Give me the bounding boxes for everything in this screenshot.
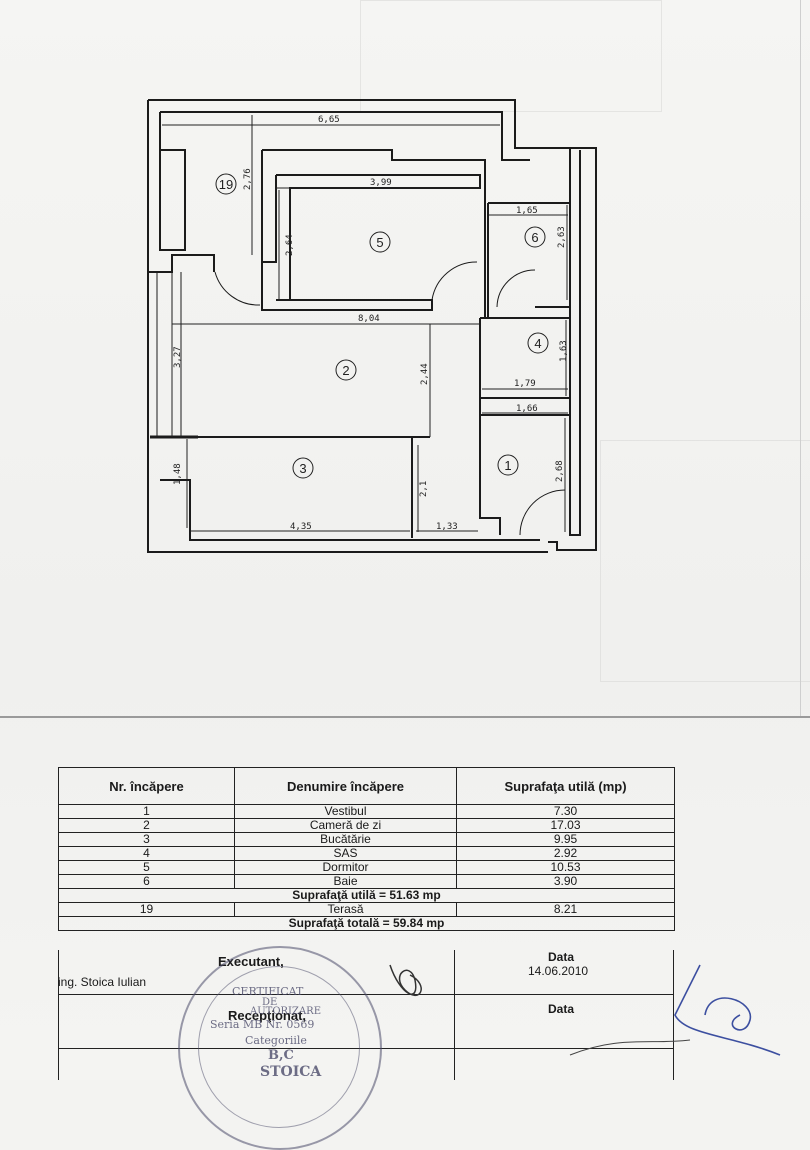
cell-nr: 1 <box>58 804 235 819</box>
room-label: 19 <box>219 177 233 192</box>
dim-label: 1,65 <box>516 206 538 216</box>
dim-label: 3,99 <box>370 178 392 188</box>
bleed-through-plan <box>600 440 810 682</box>
stamp-text: DE <box>262 997 278 1008</box>
cell-nr: 4 <box>58 846 235 861</box>
dim-label: 2,64 <box>285 234 295 256</box>
cell-area: 7.30 <box>456 804 675 819</box>
room-label: 6 <box>531 230 538 245</box>
room-label: 3 <box>299 461 306 476</box>
cell-nr: 5 <box>58 860 235 875</box>
dim-label: 1,66 <box>516 404 538 414</box>
dim-label: 2,1 <box>419 481 429 497</box>
dim-label: 2,68 <box>555 460 565 482</box>
cell-name: Cameră de zi <box>234 818 457 833</box>
dim-label: 2,76 <box>243 168 253 190</box>
date-label-2: Data <box>548 1002 575 1016</box>
room-label: 4 <box>534 336 541 351</box>
date-value: 14.06.2010 <box>528 964 589 978</box>
floor-plan: 6,65 3,99 2,76 2,64 1,65 2,63 8,04 3,27 … <box>147 99 597 553</box>
room-label: 1 <box>504 458 511 473</box>
cell-nr: 6 <box>58 874 235 889</box>
table-header-row: Nr. încăpere Denumire încăpere Suprafaţa… <box>58 767 675 805</box>
executant-name: ing. Stoica Iulian <box>58 975 147 989</box>
cell-nr: 3 <box>58 832 235 847</box>
stamp-text: Categoriile <box>245 1034 307 1047</box>
cell-name: Baie <box>234 874 457 889</box>
stamp-text: Seria MB Nr. 0569 <box>210 1018 315 1031</box>
useful-area-row: Suprafaţă utilă = 51.63 mp <box>58 888 675 903</box>
dim-label: 8,04 <box>358 314 380 324</box>
cell-area: 8.21 <box>456 902 675 917</box>
stamp-text: CERTIFICAT <box>232 985 304 998</box>
dim-label: 1,48 <box>173 463 183 485</box>
cell-area: 3.90 <box>456 874 675 889</box>
dim-label: 1,79 <box>514 379 536 389</box>
dim-label: 2,44 <box>420 363 430 385</box>
dim-label: 1,33 <box>436 522 458 532</box>
total-area: Suprafaţă totală = 59.84 mp <box>58 916 675 931</box>
cell-nr: 2 <box>58 818 235 833</box>
page-edge <box>800 0 801 716</box>
stamp-text: B,C <box>268 1048 294 1063</box>
date-label: Data <box>548 950 575 964</box>
cell-area: 10.53 <box>456 860 675 875</box>
dim-label: 1,63 <box>559 340 569 362</box>
room-label: 2 <box>342 363 349 378</box>
cell-name: Vestibul <box>234 804 457 819</box>
bleed-through-text <box>360 0 662 112</box>
cell-name: Dormitor <box>234 860 457 875</box>
handwritten-signatures <box>389 964 781 1056</box>
cell-area: 9.95 <box>456 832 675 847</box>
header-nr: Nr. încăpere <box>58 767 235 805</box>
dim-label: 6,65 <box>318 115 340 125</box>
dim-label: 3,27 <box>173 346 183 368</box>
header-name: Denumire încăpere <box>234 767 457 805</box>
dim-label: 4,35 <box>290 522 312 532</box>
useful-area-total: Suprafaţă utilă = 51.63 mp <box>58 888 675 903</box>
cell-name: SAS <box>234 846 457 861</box>
cell-area: 2.92 <box>456 846 675 861</box>
page-fold-line <box>0 716 810 718</box>
header-area: Suprafaţa utilă (mp) <box>456 767 675 805</box>
room-label: 5 <box>376 235 383 250</box>
rooms-table: Nr. încăpere Denumire încăpere Suprafaţa… <box>58 767 675 931</box>
stamp-text: AUTORIZARE <box>250 1006 321 1017</box>
dim-label: 2,63 <box>557 226 567 248</box>
total-area-row: Suprafaţă totală = 59.84 mp <box>58 916 675 931</box>
cell-nr: 19 <box>58 902 235 917</box>
cell-name: Bucătărie <box>234 832 457 847</box>
cell-name: Terasă <box>234 902 457 917</box>
stamp-text: STOICA <box>260 1064 322 1080</box>
cell-area: 17.03 <box>456 818 675 833</box>
